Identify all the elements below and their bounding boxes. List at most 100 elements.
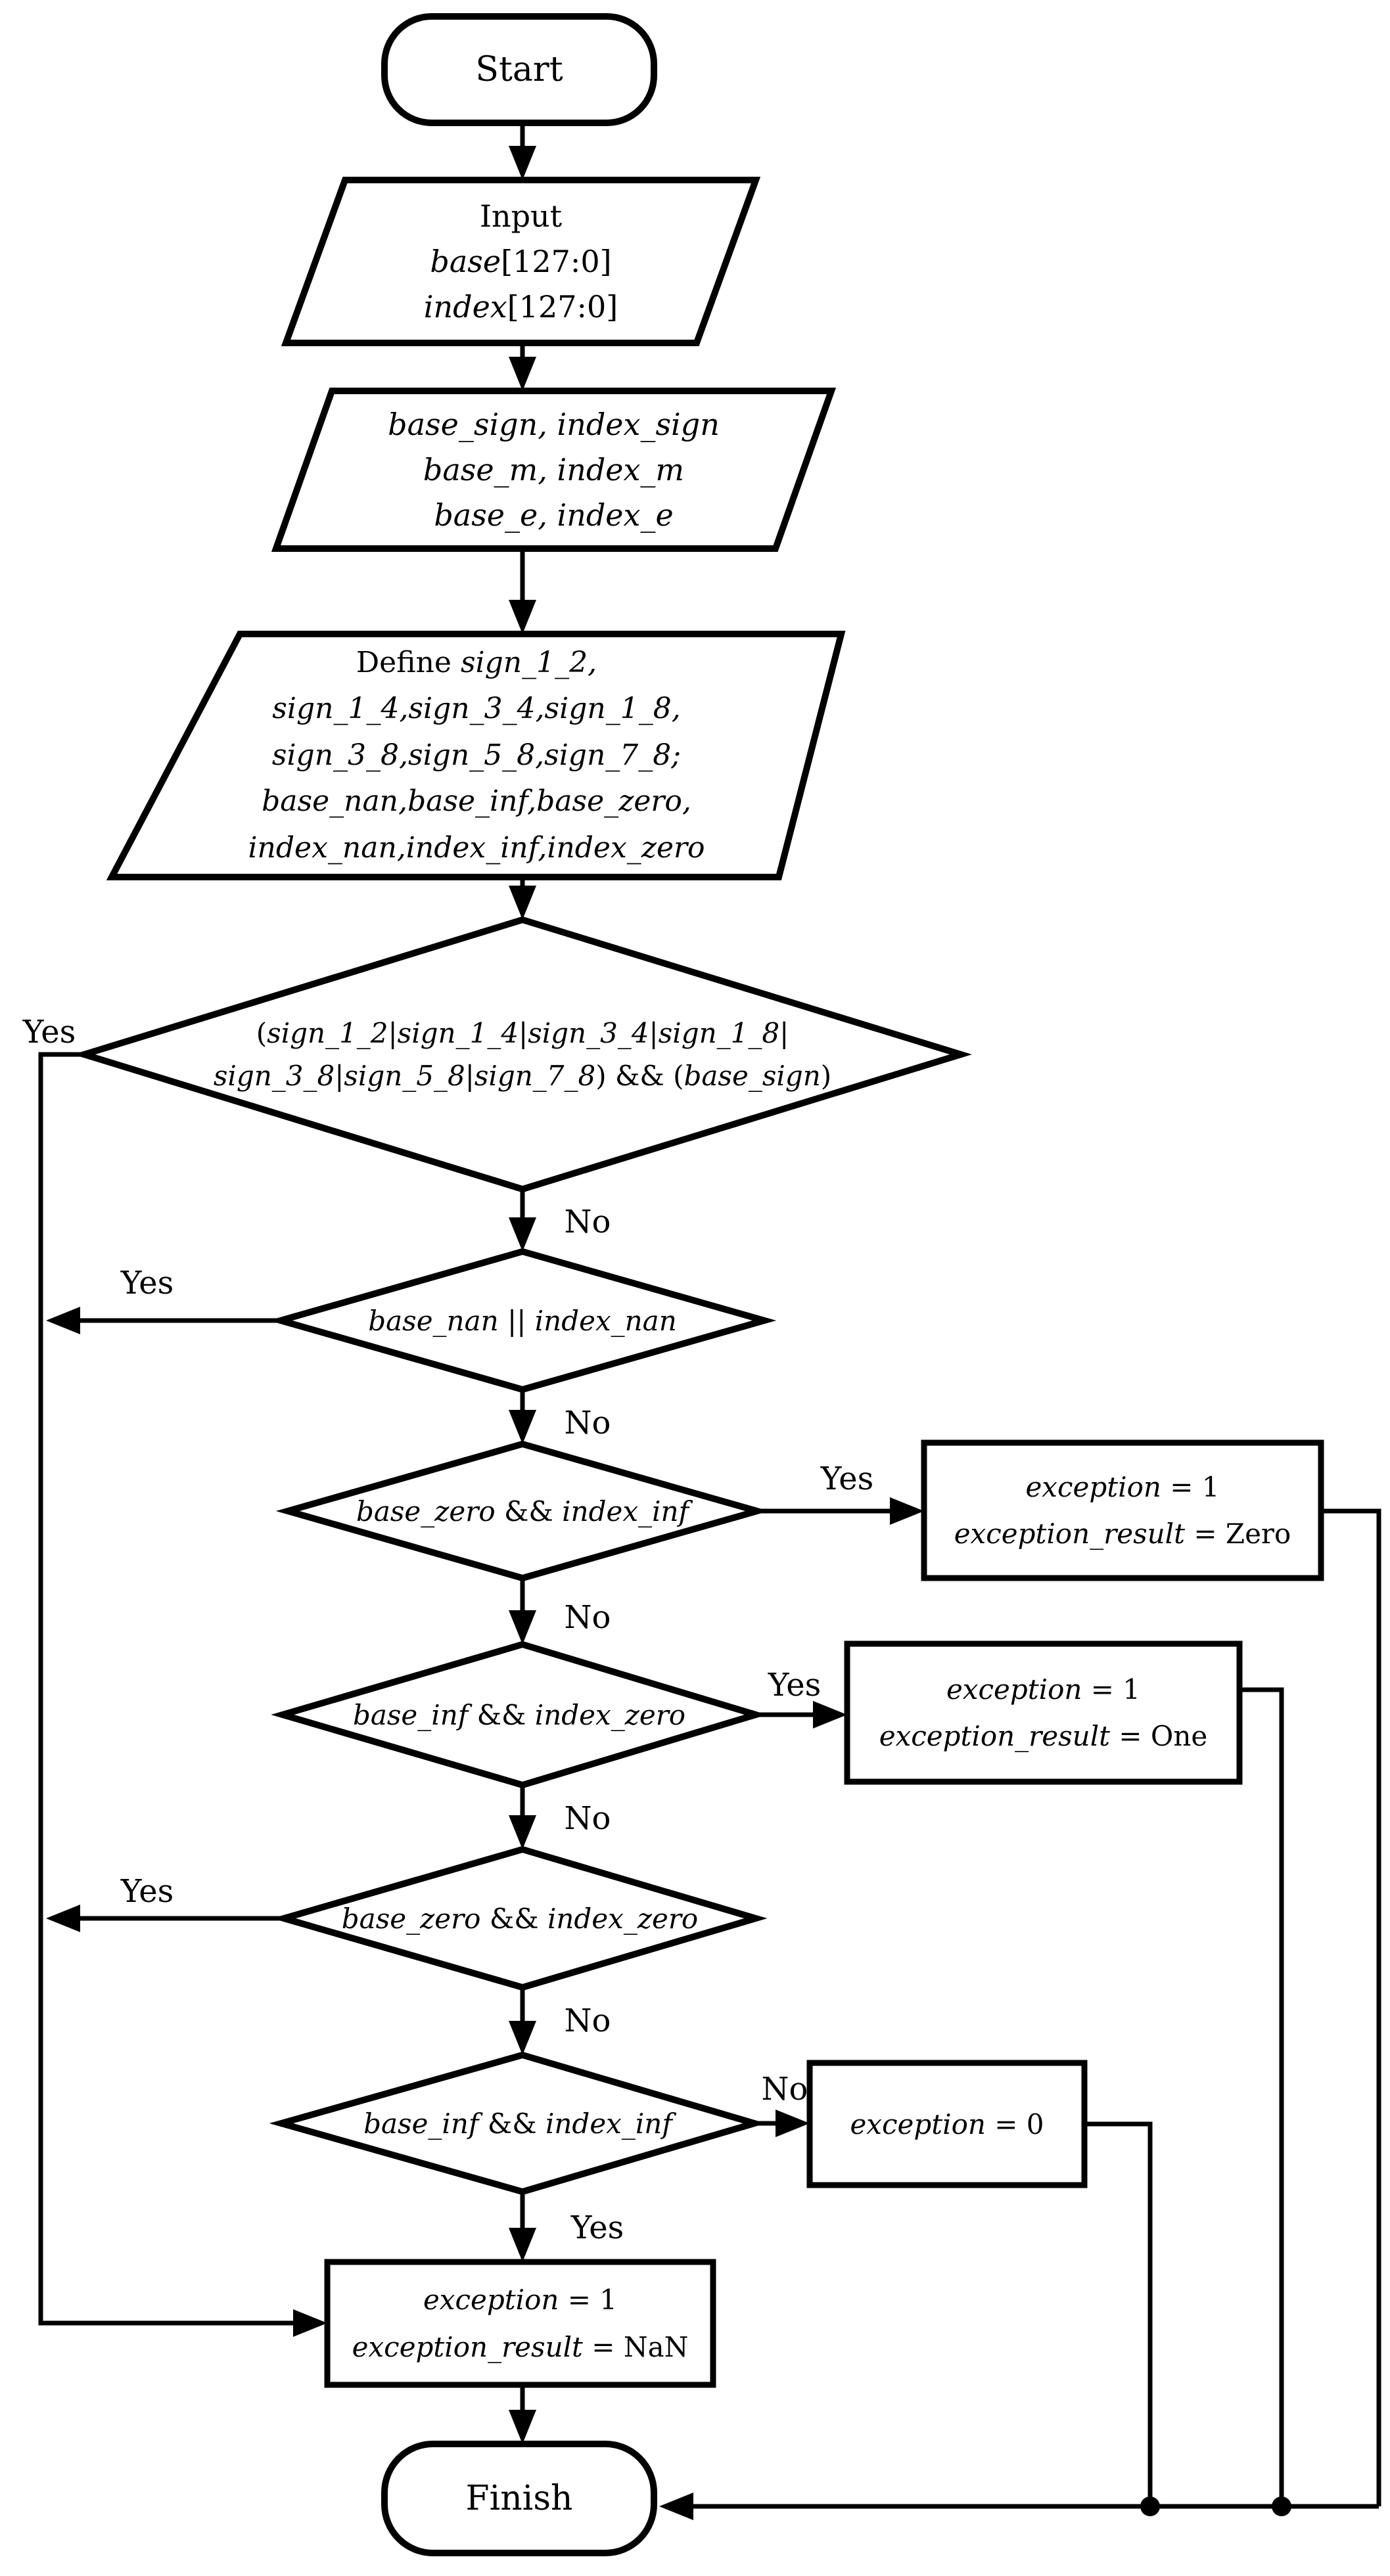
box-one-label: exception = 1 exception_result = One bbox=[847, 1644, 1239, 1782]
text-segment: sign_3_8|sign_5_8|sign_7_8 bbox=[213, 1060, 596, 1092]
text-segment: base_e, index_e bbox=[434, 497, 674, 533]
text-line: base_sign, index_sign bbox=[388, 402, 720, 447]
text-line: exception_result = Zero bbox=[954, 1510, 1291, 1557]
arrow-no-decision-inf-zero-to-decision-zero-zero bbox=[509, 1785, 536, 1849]
arrow-yes-decision-zero-inf-to-box-zero bbox=[757, 1497, 924, 1525]
text-segment: && bbox=[478, 2107, 545, 2140]
edge-label-d3-yes: Yes bbox=[820, 1460, 874, 1497]
text-line: (sign_1_2|sign_1_4|sign_3_4|sign_1_8| bbox=[256, 1012, 789, 1054]
decision-inf-zero-label: base_inf && index_zero bbox=[283, 1644, 756, 1785]
text-line: sign_3_8,sign_5_8,sign_7_8; bbox=[272, 733, 681, 779]
text-segment: || bbox=[498, 1304, 535, 1337]
text-segment: exception bbox=[423, 2284, 559, 2316]
edge-label-d6-yes: Yes bbox=[570, 2209, 624, 2246]
text-line: index[127:0] bbox=[424, 284, 618, 330]
arrow-merge-to-finish bbox=[659, 2493, 1379, 2520]
text-segment: sign_3_8,sign_5_8,sign_7_8; bbox=[271, 738, 682, 772]
text-line: base_inf && index_inf bbox=[363, 2108, 672, 2140]
box-exception-zero-label: exception = 0 bbox=[810, 2063, 1084, 2185]
text-line: sign_1_4,sign_3_4,sign_1_8, bbox=[272, 686, 680, 732]
text-segment: && bbox=[468, 1698, 535, 1731]
text-segment: ) bbox=[820, 1060, 832, 1092]
text-segment: Input bbox=[479, 198, 563, 234]
text-segment: = 0 bbox=[985, 2108, 1044, 2140]
text-segment: index_nan bbox=[534, 1304, 677, 1337]
text-segment: index_zero bbox=[534, 1698, 686, 1731]
edge-label-d4-yes: Yes bbox=[768, 1667, 822, 1704]
arrow-no-decision-zero-zero-to-decision-inf-inf bbox=[509, 1987, 536, 2055]
rail-box-zero-to-merge bbox=[1321, 1508, 1381, 2506]
text-line: base[127:0] bbox=[430, 239, 611, 284]
edge-label-d5-yes: Yes bbox=[120, 1873, 174, 1910]
text-segment: && bbox=[480, 1902, 547, 1935]
arrow-no-decision-nan-to-decision-zero-inf bbox=[509, 1390, 536, 1444]
decision-nan-label: base_nan || index_nan bbox=[281, 1252, 764, 1390]
text-segment: = NaN bbox=[582, 2330, 689, 2363]
text-line: exception_result = One bbox=[879, 1713, 1208, 1759]
text-segment: ( bbox=[256, 1016, 267, 1049]
edge-label-d2-no: No bbox=[564, 1405, 611, 1441]
decision-inf-inf-label: base_inf && index_inf bbox=[281, 2055, 754, 2192]
input-label: Input base[127:0] index[127:0] bbox=[286, 180, 756, 343]
text-segment: index bbox=[423, 288, 507, 325]
text-segment: exception_result bbox=[954, 1518, 1185, 1550]
text-line: exception = 1 bbox=[423, 2276, 617, 2323]
text-line: Start bbox=[475, 50, 563, 89]
rail-box-exception-zero-to-merge bbox=[1084, 2121, 1153, 2506]
arrow-start-to-input bbox=[509, 123, 536, 180]
text-segment: && bbox=[495, 1495, 563, 1527]
text-segment: base_zero bbox=[356, 1495, 496, 1527]
extract-parallelogram-shape bbox=[271, 388, 837, 552]
text-line: exception = 1 bbox=[1025, 1464, 1219, 1510]
text-line: Define sign_1_2, bbox=[356, 640, 597, 686]
arrow-no-decision-sign-to-decision-nan bbox=[509, 1189, 536, 1252]
input-parallelogram-shape bbox=[281, 177, 761, 346]
box-zero-label: exception = 1 exception_result = Zero bbox=[924, 1443, 1321, 1578]
arrow-extract-to-define bbox=[509, 549, 536, 634]
text-segment: exception_result bbox=[352, 2330, 583, 2363]
text-line: base_m, index_m bbox=[423, 447, 684, 493]
edge-label-d6-no: No bbox=[761, 2071, 808, 2108]
arrow-yes-decision-inf-inf-to-box-nan bbox=[509, 2192, 536, 2262]
text-segment: sign_1_2|sign_1_4|sign_3_4|sign_1_8| bbox=[267, 1016, 789, 1049]
text-segment: [127:0] bbox=[507, 288, 618, 325]
text-line: base_nan,base_inf,base_zero, bbox=[262, 779, 691, 825]
decision-zero-inf-label: base_zero && index_inf bbox=[288, 1444, 757, 1578]
junction-dot-one bbox=[1272, 2497, 1291, 2516]
arrow-yes-decision-nan-to-rail bbox=[46, 1307, 281, 1334]
finish-terminator-shape bbox=[381, 2441, 657, 2556]
text-line: base_zero && index_zero bbox=[342, 1903, 698, 1935]
text-segment: base_nan bbox=[368, 1304, 499, 1337]
yes-rail-left bbox=[38, 1052, 327, 2337]
define-label: Define sign_1_2, sign_1_4,sign_3_4,sign_… bbox=[112, 634, 841, 877]
text-line: exception = 1 bbox=[946, 1666, 1140, 1713]
text-line: sign_3_8|sign_5_8|sign_7_8) && (base_sig… bbox=[214, 1054, 831, 1097]
text-segment: base_zero bbox=[341, 1902, 481, 1935]
text-segment: index_inf bbox=[562, 1495, 689, 1527]
start-label: Start bbox=[384, 16, 654, 123]
edge-label-d1-no: No bbox=[564, 1204, 611, 1240]
text-line: base_nan || index_nan bbox=[368, 1305, 677, 1337]
box-one-shape bbox=[844, 1640, 1243, 1785]
text-segment: ) && ( bbox=[595, 1060, 684, 1092]
arrow-input-to-extract bbox=[509, 343, 536, 391]
text-segment: exception_result bbox=[879, 1720, 1111, 1752]
edge-label-d5-no: No bbox=[564, 2002, 611, 2039]
define-parallelogram-shape bbox=[106, 631, 846, 880]
text-segment: base_inf bbox=[363, 2107, 479, 2140]
edge-label-d3-no: No bbox=[564, 1599, 611, 1636]
finish-label: Finish bbox=[384, 2444, 654, 2553]
edge-label-d1-yes: Yes bbox=[22, 1014, 76, 1051]
text-segment: = 1 bbox=[1161, 1470, 1220, 1503]
text-segment: sign_1_2, bbox=[460, 646, 597, 680]
text-line: Finish bbox=[465, 2479, 573, 2518]
text-segment: = One bbox=[1110, 1720, 1208, 1752]
box-nan-label: exception = 1 exception_result = NaN bbox=[327, 2262, 713, 2385]
extract-label: base_sign, index_sign base_m, index_m ba… bbox=[276, 391, 831, 549]
junction-dot-exception-zero bbox=[1140, 2497, 1160, 2516]
text-line: exception = 0 bbox=[850, 2108, 1044, 2140]
text-segment: sign_1_4,sign_3_4,sign_1_8, bbox=[272, 692, 681, 726]
rail-box-one-to-merge bbox=[1239, 1687, 1284, 2506]
